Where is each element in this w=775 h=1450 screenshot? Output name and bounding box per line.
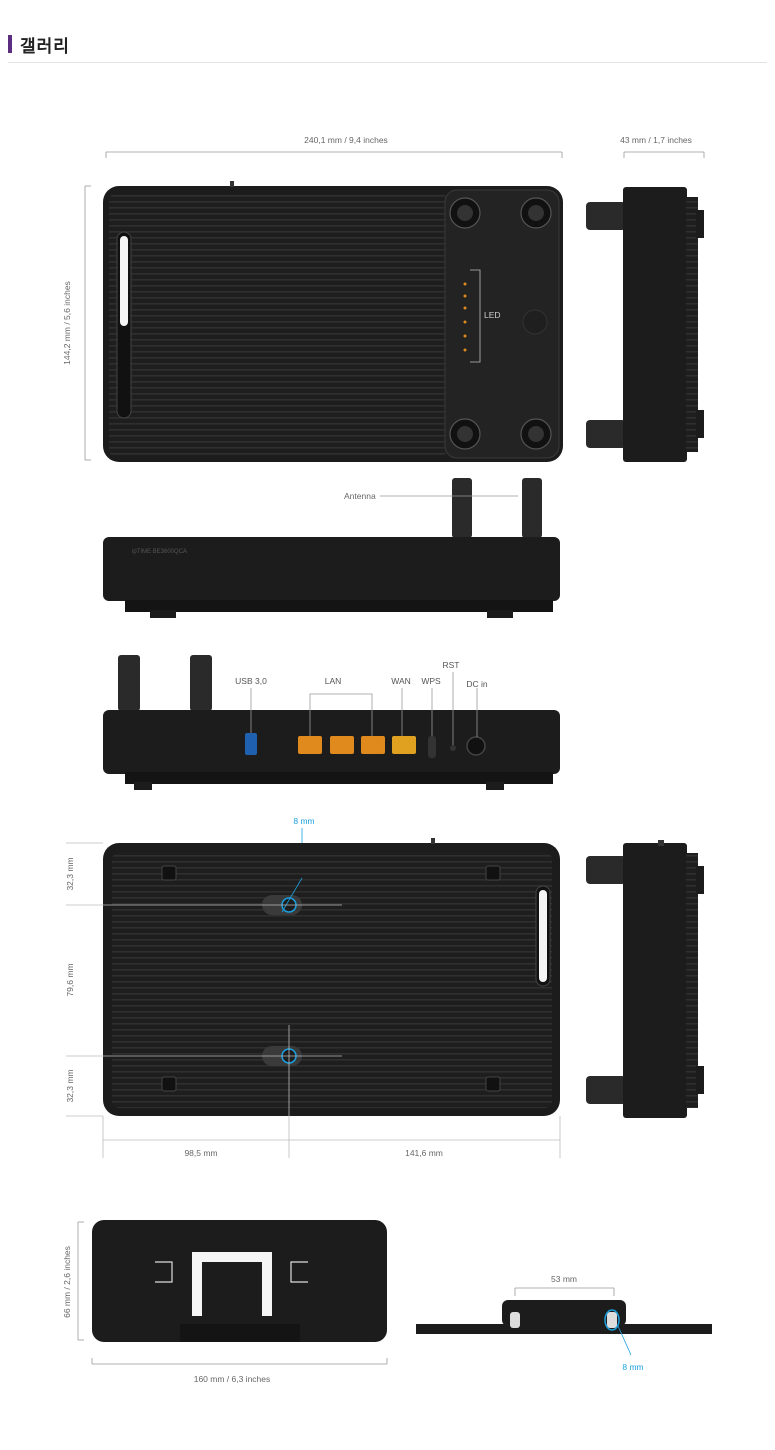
side-view-bottom <box>586 840 704 1118</box>
bottom-low-gap-label: 32,3 mm <box>65 1069 75 1102</box>
header-divider <box>8 62 767 63</box>
dc-jack <box>466 736 486 756</box>
top-width-label: 240,1 mm / 9,4 inches <box>304 135 388 145</box>
led-label: LED <box>484 310 501 320</box>
bracket-height-label: 66 mm / 2,6 inches <box>62 1246 72 1318</box>
bottom-right-label: 141,6 mm <box>405 1148 443 1158</box>
header-accent-bar <box>8 35 12 53</box>
bottom-top-gap-label: 32,3 mm <box>65 857 75 890</box>
dc-label: DC in <box>466 679 488 689</box>
screw-top-label: 8 mm <box>293 816 314 826</box>
section-header: 갤러리 <box>8 32 70 57</box>
wps-label: WPS <box>421 676 441 686</box>
front-view: Antenna ipTIME BE3600QCA <box>103 478 560 618</box>
wall-bracket-view: 66 mm / 2,6 inches 160 mm / 6,3 inches <box>62 1220 388 1384</box>
front-brand-label: ipTIME BE3600QCA <box>132 549 187 555</box>
wan-label: WAN <box>391 676 411 686</box>
top-view: 240,1 mm / 9,4 inches 144,2 mm / 5,6 inc… <box>62 135 563 462</box>
lan-label: LAN <box>325 676 342 686</box>
rst-hole <box>450 745 456 751</box>
bottom-view: 8 mm 32,3 mm 79,6 mm 32,3 <box>65 816 561 1158</box>
usb-port <box>245 733 257 755</box>
rear-view: USB 3,0 LAN WAN WPS RST DC in <box>103 655 560 790</box>
section-title: 갤러리 <box>20 36 70 57</box>
wall-bracket-side-view: 53 mm 8 mm <box>416 1274 712 1372</box>
usb-label: USB 3,0 <box>235 676 267 686</box>
led-indicators <box>463 282 467 352</box>
antenna-label: Antenna <box>344 491 376 501</box>
top-height-label: 144,2 mm / 5,6 inches <box>62 281 72 365</box>
bracket-width-label: 160 mm / 6,3 inches <box>194 1374 271 1384</box>
bracket-side-screw-label: 8 mm <box>622 1362 643 1372</box>
lan-ports <box>298 736 385 754</box>
rst-label: RST <box>443 660 460 670</box>
bottom-mid-gap-label: 79,6 mm <box>65 963 75 996</box>
bracket-side-span-label: 53 mm <box>551 1274 577 1284</box>
side-width-label: 43 mm / 1,7 inches <box>620 135 692 145</box>
bottom-left-label: 98,5 mm <box>184 1148 217 1158</box>
wps-button <box>428 736 436 758</box>
side-view-right: 43 mm / 1,7 inches <box>586 135 705 462</box>
wan-port <box>392 736 416 754</box>
